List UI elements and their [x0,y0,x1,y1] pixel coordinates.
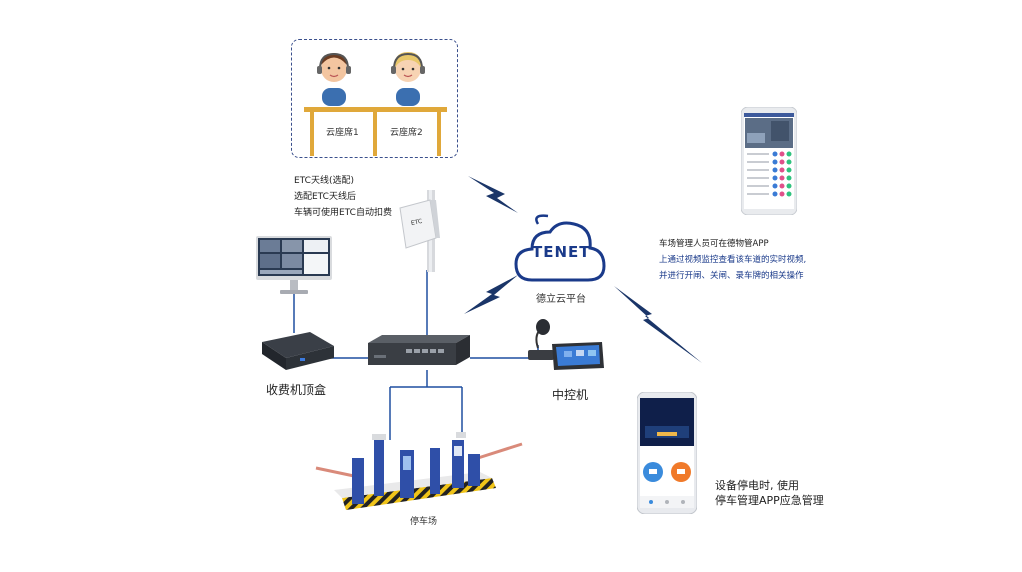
mobile-app-monitoring-phone [741,107,797,215]
mobile-app-emergency-phone [637,392,697,514]
emergency-management-note: 设备停电时, 使用 停车管理APP应急管理 [715,478,824,508]
emergency-note-line2: 停车管理APP应急管理 [715,494,824,507]
emergency-note-line1: 设备停电时, 使用 [715,479,799,492]
agent-avatar-female [391,52,425,106]
app-note-line1: 车场管理人员可在德物管APP [659,239,769,249]
app-operation-note: 车场管理人员可在德物管APP 上通过视频监控查看该车道的实时视频, 并进行开闸、… [659,236,806,284]
etc-antenna-device [399,190,440,272]
agent-avatar-male [317,52,351,106]
lightning-bolt-left [464,275,518,314]
cloud-agents-panel: 云座席1 云座席2 [291,39,458,158]
central-controller-device [528,319,604,370]
controller-label: 中控机 [552,388,589,402]
network-switch [368,335,470,365]
etc-note-line3: 车辆可使用ETC自动扣费 [294,208,392,218]
etc-note-line1: ETC天线(选配) [294,176,354,186]
etc-note-line2: 选配ETC天线后 [294,192,356,202]
seat1-label: 云座席1 [326,128,359,138]
parking-lot-label: 停车场 [410,517,438,527]
lightning-bolt-top [468,176,518,213]
monitor-device [256,236,332,294]
agent-desk [304,107,447,156]
cloud-platform-logo [514,214,606,282]
lightning-bolt-right [614,286,702,363]
toll-set-top-box [262,332,334,370]
app-note-line3: 并进行开闸、关闸、录车牌的相关操作 [659,271,804,281]
seat2-label: 云座席2 [390,128,423,138]
etc-antenna-note: ETC天线(选配) 选配ETC天线后 车辆可使用ETC自动扣费 [294,173,392,221]
cloud-logo-text: TENET [532,243,591,261]
cloud-platform-label: 德立云平台 [536,294,586,305]
app-note-line2: 上通过视频监控查看该车道的实时视频, [659,255,807,265]
parking-lane-equipment [315,432,523,510]
toll-box-label: 收费机顶盒 [266,383,327,397]
